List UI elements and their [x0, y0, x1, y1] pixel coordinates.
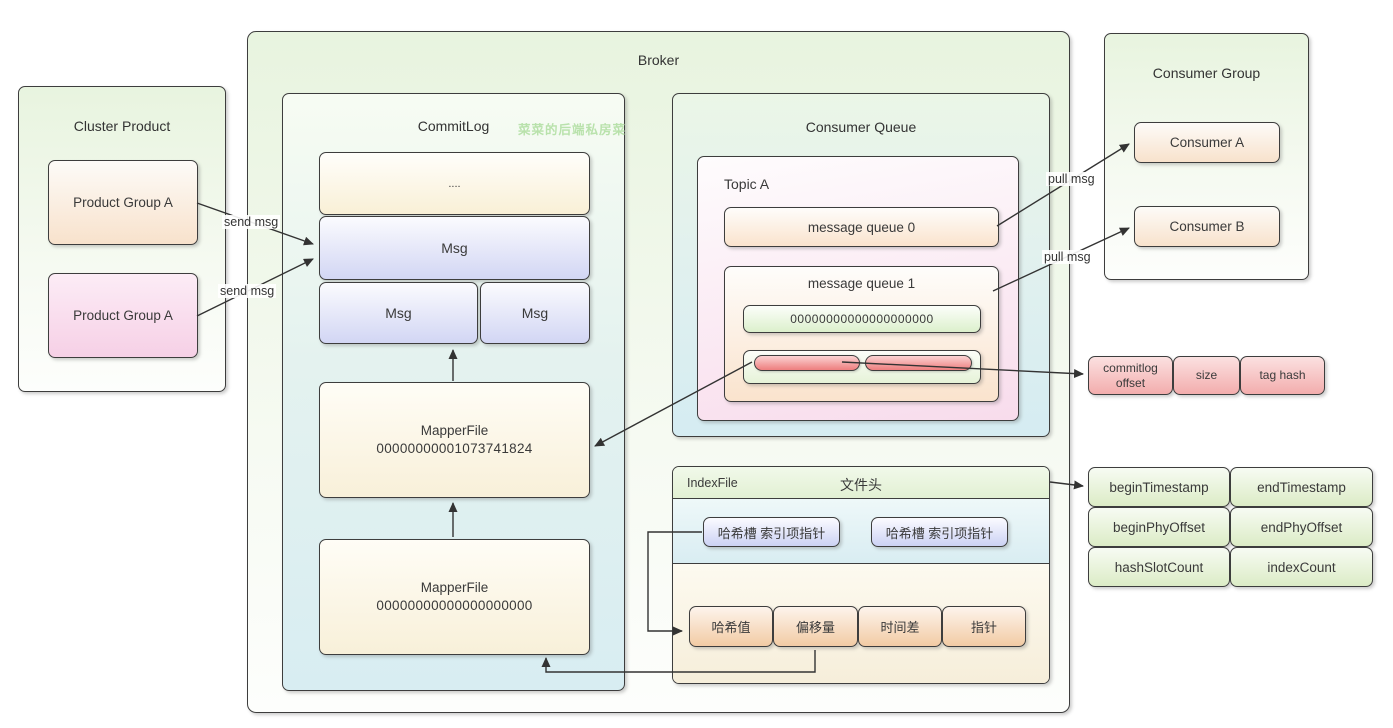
index-file-label: IndexFile — [687, 476, 738, 490]
consumer-group-title: Consumer Group — [1152, 65, 1261, 81]
index-header-beginPhyOffset: beginPhyOffset — [1088, 507, 1230, 547]
commitlog-box: CommitLog 菜菜的后端私房菜 .... Msg Msg Msg Mapp… — [282, 93, 625, 691]
commitlog-dots-box: .... — [319, 152, 590, 215]
index-entry-hash-value: 哈希值 — [689, 606, 773, 647]
watermark-text: 菜菜的后端私房菜 — [518, 123, 627, 137]
cq-entry-pill-2 — [865, 355, 972, 371]
index-entry-offset: 偏移量 — [773, 606, 858, 647]
index-header-endTimestamp: endTimestamp — [1230, 467, 1373, 507]
index-header-endPhyOffset: endPhyOffset — [1230, 507, 1373, 547]
message-queue-0: message queue 0 — [724, 207, 999, 247]
index-entry-pointer: 指针 — [942, 606, 1026, 647]
queue-offset-value-box: 00000000000000000000 — [743, 305, 981, 333]
consumer-queue-title: Consumer Queue — [805, 119, 917, 135]
hash-slot-2: 哈希槽 索引项指针 — [871, 517, 1008, 547]
product-group-a-1: Product Group A — [48, 160, 198, 245]
consumer-a-box: Consumer A — [1134, 122, 1280, 163]
consumer-group-box: Consumer Group Consumer A Consumer B — [1104, 33, 1309, 280]
consumer-queue-box: Consumer Queue Topic A message queue 0 m… — [672, 93, 1050, 437]
consumer-b-box: Consumer B — [1134, 206, 1280, 247]
message-queue-1: message queue 1 00000000000000000000 — [724, 266, 999, 402]
mapper-file-1: MapperFile 00000000001073741824 — [319, 382, 590, 498]
cq-entry-cell-tag-hash: tag hash — [1240, 356, 1325, 395]
message-queue-1-label: message queue 1 — [807, 276, 916, 291]
index-file-box: IndexFile 文件头 哈希槽 索引项指针 哈希槽 索引项指针 哈希值 偏移… — [672, 466, 1050, 684]
index-header-hashSlotCount: hashSlotCount — [1088, 547, 1230, 587]
msg-box-right: Msg — [480, 282, 590, 344]
pull-msg-label-2: pull msg — [1042, 250, 1093, 264]
mapper-file-1-name: MapperFile — [420, 423, 489, 439]
broker-title: Broker — [637, 52, 680, 68]
cq-entry-cell-commitlog-offset: commitlog offset — [1088, 356, 1173, 395]
pull-msg-label-1: pull msg — [1046, 172, 1097, 186]
hash-slot-1: 哈希槽 索引项指针 — [703, 517, 840, 547]
send-msg-label-2: send msg — [218, 284, 277, 298]
index-file-header-label: 文件头 — [840, 477, 882, 493]
cluster-product-title: Cluster Product — [73, 118, 171, 134]
cluster-product-box: Cluster Product Product Group A Product … — [18, 86, 226, 392]
mapper-file-2-name: MapperFile — [420, 580, 489, 596]
mapper-file-1-offset: 00000000001073741824 — [376, 441, 533, 456]
mapper-file-2-offset: 00000000000000000000 — [376, 598, 533, 613]
mapper-file-2: MapperFile 00000000000000000000 — [319, 539, 590, 655]
index-entry-row: 哈希值 偏移量 时间差 指针 — [689, 606, 1026, 647]
cq-entry-slots-box — [743, 350, 981, 384]
index-header-beginTimestamp: beginTimestamp — [1088, 467, 1230, 507]
index-entry-time-diff: 时间差 — [858, 606, 942, 647]
index-header-indexCount: indexCount — [1230, 547, 1373, 587]
msg-box-left: Msg — [319, 282, 478, 344]
topic-a-box: Topic A message queue 0 message queue 1 … — [697, 156, 1019, 421]
msg-box-full: Msg — [319, 216, 590, 280]
send-msg-label-1: send msg — [222, 215, 281, 229]
cq-entry-cell-size: size — [1173, 356, 1240, 395]
cq-entry-pill-1 — [754, 355, 860, 371]
commitlog-title: CommitLog — [417, 118, 490, 134]
product-group-a-2: Product Group A — [48, 273, 198, 358]
topic-a-label: Topic A — [724, 176, 770, 192]
